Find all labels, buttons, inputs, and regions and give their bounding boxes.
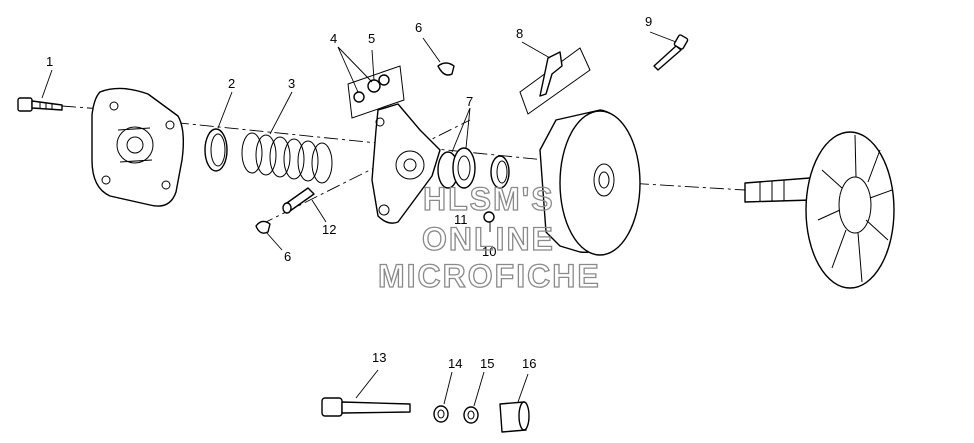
callout-15: 15 (480, 356, 494, 371)
callout-11: 11 (454, 212, 468, 227)
part-1-bolt (17, 97, 63, 112)
callout-12: 12 (322, 222, 336, 237)
watermark-line-3: MICROFICHE (378, 258, 601, 294)
callout-5: 5 (368, 31, 375, 46)
part-13-bolt (321, 397, 411, 417)
callout-8: 8 (516, 26, 523, 41)
part-3-spring (241, 132, 333, 184)
part-8-weight (519, 47, 591, 115)
part-11-ring (490, 155, 510, 189)
part-9-bolt (653, 34, 689, 71)
part-14-washer (433, 405, 449, 423)
callout-16: 16 (522, 356, 536, 371)
callout-1: 1 (46, 54, 53, 69)
part-15-washer (463, 406, 479, 424)
watermark-line-2: ONLINE (422, 221, 555, 257)
spider-bracket (371, 103, 441, 224)
part-2-ring (204, 128, 228, 172)
callout-14: 14 (448, 356, 462, 371)
fan-sheave (744, 131, 895, 289)
leader-lines (41, 31, 677, 407)
callout-labels: 1 2 3 4 5 6 7 8 9 10 11 12 6 13 14 15 16 (46, 14, 652, 371)
part-7-bushings (437, 147, 476, 189)
callout-9: 9 (645, 14, 652, 29)
callout-13: 13 (372, 350, 386, 365)
part-6-screw-lower (255, 220, 271, 234)
callout-6: 6 (415, 20, 422, 35)
drive-sheave (539, 109, 641, 256)
cover-plate (91, 87, 185, 207)
watermark: HLSM'S ONLINE MICROFICHE (377, 180, 601, 294)
part-6-screw-upper (437, 62, 455, 76)
callout-4: 4 (330, 31, 337, 46)
callout-10: 10 (482, 244, 496, 259)
callout-3: 3 (288, 76, 295, 91)
callout-7: 7 (466, 94, 473, 109)
watermark-line-1: HLSM'S (423, 181, 555, 217)
part-16-bushing (499, 401, 530, 433)
part-12-pin (282, 187, 315, 214)
callout-2: 2 (228, 76, 235, 91)
part-10-screw (483, 211, 495, 223)
callout-6-lower: 6 (284, 249, 291, 264)
